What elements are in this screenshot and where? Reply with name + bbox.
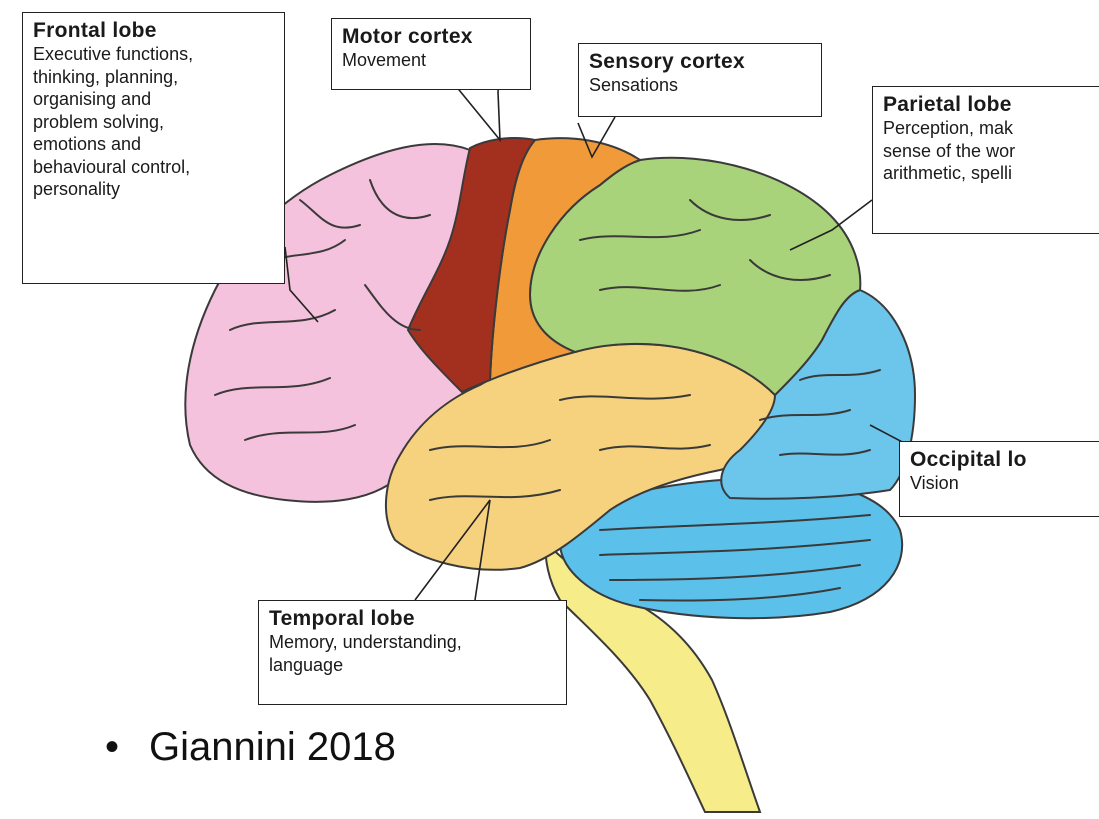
frontal-lobe-label: Frontal lobe Executive functions, thinki… (22, 12, 285, 284)
motor-cortex-label: Motor cortex Movement (331, 18, 531, 90)
sensory-cortex-title: Sensory cortex (589, 50, 811, 74)
caption-text: Giannini 2018 (149, 725, 396, 769)
occipital-lobe-title: Occipital lo (910, 448, 1098, 472)
parietal-lobe-title: Parietal lobe (883, 93, 1099, 117)
temporal-lobe-label: Temporal lobe Memory, understanding, lan… (258, 600, 567, 705)
frontal-lobe-description: Executive functions, thinking, planning,… (33, 43, 274, 201)
caption-bullet-item: • Giannini 2018 (105, 725, 396, 770)
motor-cortex-description: Movement (342, 49, 520, 72)
bullet-marker: • (105, 725, 119, 770)
motor-cortex-title: Motor cortex (342, 25, 520, 49)
occipital-lobe-label: Occipital lo Vision (899, 441, 1099, 517)
sensory-cortex-label: Sensory cortex Sensations (578, 43, 822, 117)
frontal-lobe-title: Frontal lobe (33, 19, 274, 43)
occipital-lobe-description: Vision (910, 472, 1098, 495)
sensory-cortex-description: Sensations (589, 74, 811, 97)
temporal-lobe-description: Memory, understanding, language (269, 631, 556, 676)
parietal-lobe-label: Parietal lobe Perception, mak sense of t… (872, 86, 1099, 234)
temporal-lobe-title: Temporal lobe (269, 607, 556, 631)
parietal-lobe-description: Perception, mak sense of the wor arithme… (883, 117, 1099, 185)
